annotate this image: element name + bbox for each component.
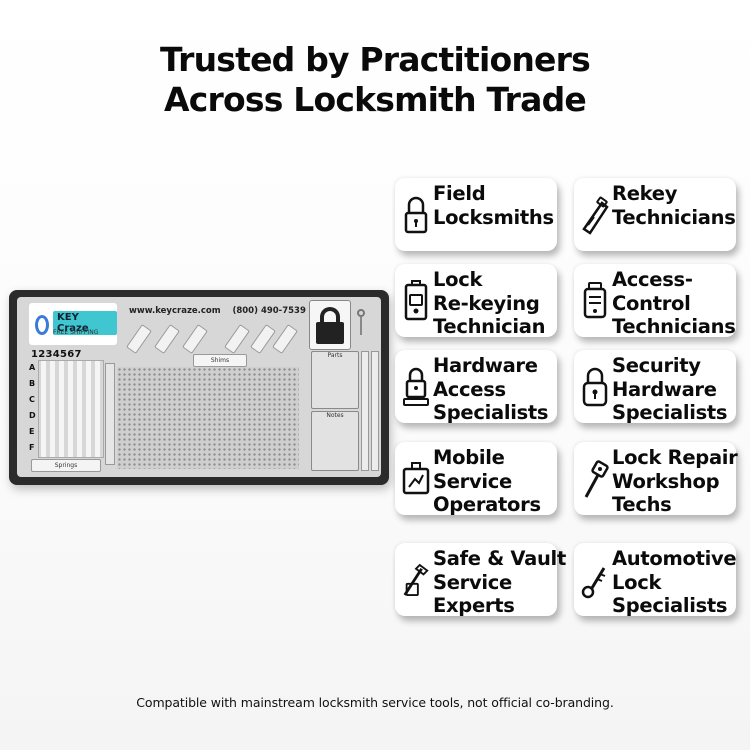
card-label-line: Workshop bbox=[612, 469, 720, 493]
pin-tray bbox=[38, 360, 104, 458]
card-label-line: Operators bbox=[433, 493, 541, 516]
brand-logo: KEY Craze FREE SHIPPING bbox=[29, 303, 117, 345]
card-label-line: Mobile bbox=[433, 446, 505, 469]
row-letter: E bbox=[29, 427, 35, 436]
notes-label: Notes bbox=[326, 412, 344, 419]
card-label-line: Access- bbox=[612, 268, 693, 291]
card-access-control-technicians: Access- Control Technicians bbox=[574, 264, 736, 338]
row-letter: F bbox=[29, 443, 35, 452]
springs-label: Springs bbox=[31, 459, 101, 472]
card-safe-vault-service-experts: Safe & Vault Service Experts bbox=[395, 543, 566, 617]
tool-strip bbox=[105, 363, 115, 465]
contact-line: www.keycraze.com (800) 490-7539 bbox=[129, 306, 306, 316]
pin-numbers: 1234567 bbox=[31, 349, 82, 360]
padlock-shackle-icon bbox=[320, 307, 340, 323]
row-letter: A bbox=[29, 363, 36, 372]
door-lock-icon bbox=[401, 278, 431, 324]
repair-tool-icon bbox=[580, 456, 610, 502]
product-mat: KEY Craze FREE SHIPPING www.keycraze.com… bbox=[9, 290, 389, 485]
parts-label: Parts bbox=[327, 352, 343, 359]
headline: Trusted by Practitioners Across Locksmit… bbox=[0, 40, 750, 120]
rekey-tool-icon bbox=[580, 192, 610, 238]
footnote-disclaimer: Compatible with mainstream locksmith ser… bbox=[136, 695, 614, 710]
padlock-icon bbox=[401, 192, 431, 238]
card-label-line: Locksmiths bbox=[433, 205, 554, 229]
phone: (800) 490-7539 bbox=[232, 306, 306, 316]
security-lock-icon bbox=[580, 364, 610, 410]
parts-compartment: Parts bbox=[311, 351, 359, 409]
access-control-icon bbox=[580, 278, 610, 324]
brand-name: KEY Craze bbox=[53, 311, 117, 335]
card-label: Automotive Lock Specialists bbox=[612, 547, 750, 618]
shim-slot bbox=[272, 324, 298, 354]
card-label-line: Field bbox=[433, 182, 486, 205]
car-key-icon bbox=[580, 557, 610, 603]
card-label-line: Technicians bbox=[612, 205, 736, 229]
card-security-hardware-specialists: Security Hardware Specialists bbox=[574, 350, 736, 424]
shims-label: Shims bbox=[193, 354, 247, 367]
card-label-line: Technician bbox=[433, 315, 546, 338]
card-label-line: Rekey bbox=[612, 182, 678, 205]
card-label: Rekey Technicians bbox=[612, 182, 750, 229]
side-strip bbox=[371, 351, 379, 471]
card-label-line: Re-keying bbox=[433, 291, 540, 315]
key-icon bbox=[357, 309, 365, 335]
card-label-line: Specialists bbox=[612, 401, 728, 424]
card-field-locksmiths: Field Locksmiths bbox=[395, 178, 557, 251]
notes-compartment: Notes bbox=[311, 411, 359, 471]
shim-slot bbox=[250, 324, 276, 354]
padlock-body-icon bbox=[316, 322, 344, 344]
card-label-line: Specialists bbox=[433, 401, 549, 424]
card-hardware-access-specialists: Hardware Access Specialists bbox=[395, 350, 557, 424]
card-label: Access- Control Technicians bbox=[612, 268, 750, 339]
card-label-line: Security bbox=[612, 354, 701, 377]
card-label-line: Control bbox=[612, 291, 691, 315]
card-lock-rekeying-technician: Lock Re-keying Technician bbox=[395, 264, 557, 338]
website: www.keycraze.com bbox=[129, 306, 221, 316]
card-mobile-service-operators: Mobile Service Operators bbox=[395, 442, 557, 516]
card-label-line: Lock Repair bbox=[612, 446, 738, 469]
card-label: Hardware Access Specialists bbox=[433, 354, 581, 425]
mat-surface: KEY Craze FREE SHIPPING www.keycraze.com… bbox=[17, 297, 381, 477]
side-strip bbox=[361, 351, 369, 471]
pin-grid-dots bbox=[117, 367, 299, 469]
card-label-line: Experts bbox=[433, 594, 515, 617]
card-label: Safe & Vault Service Experts bbox=[433, 547, 581, 618]
card-label-line: Lock bbox=[433, 268, 483, 291]
row-letter: D bbox=[29, 411, 36, 420]
padlock-stand-icon bbox=[401, 364, 431, 410]
card-label-line: Hardware bbox=[433, 354, 538, 377]
brand-subtext: FREE SHIPPING bbox=[53, 329, 99, 336]
card-label: Lock Re-keying Technician bbox=[433, 268, 581, 339]
card-label-line: Specialists bbox=[612, 594, 728, 617]
card-label-line: Service bbox=[433, 469, 512, 493]
row-letter: C bbox=[29, 395, 35, 404]
card-label-line: Lock bbox=[612, 570, 662, 594]
headline-line-1: Trusted by Practitioners bbox=[160, 40, 591, 79]
card-automotive-lock-specialists: Automotive Lock Specialists bbox=[574, 543, 737, 617]
card-label: Mobile Service Operators bbox=[433, 446, 581, 517]
card-lock-repair-workshop-techs: Lock Repair Workshop Techs bbox=[574, 442, 738, 516]
headline-line-2: Across Locksmith Trade bbox=[164, 80, 587, 119]
card-label-line: Hardware bbox=[612, 377, 717, 401]
key-logo-icon bbox=[35, 315, 49, 335]
card-rekey-technicians: Rekey Technicians bbox=[574, 178, 736, 251]
card-label-line: Safe & Vault bbox=[433, 547, 566, 570]
card-label-line: Service bbox=[433, 570, 512, 594]
card-label: Field Locksmiths bbox=[433, 182, 581, 229]
safe-tools-icon bbox=[401, 557, 431, 603]
card-label-line: Access bbox=[433, 377, 506, 401]
shim-slot bbox=[126, 324, 152, 354]
mobile-device-icon bbox=[401, 456, 431, 502]
shim-slot bbox=[154, 324, 180, 354]
card-label: Security Hardware Specialists bbox=[612, 354, 750, 425]
shim-slot bbox=[182, 324, 208, 354]
card-label-line: Techs bbox=[612, 493, 672, 516]
card-label: Lock Repair Workshop Techs bbox=[612, 446, 750, 517]
card-label-line: Automotive bbox=[612, 547, 737, 570]
padlock-badge bbox=[309, 300, 351, 350]
shim-slot bbox=[224, 324, 250, 354]
card-label-line: Technicians bbox=[612, 315, 736, 338]
row-letter: B bbox=[29, 379, 36, 388]
